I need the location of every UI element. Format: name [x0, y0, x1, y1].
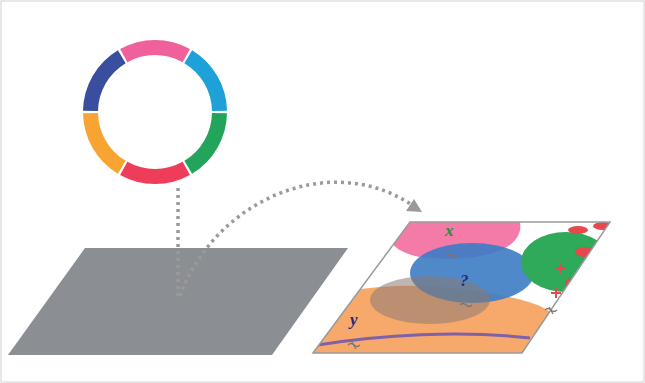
wheel-segment — [120, 40, 190, 62]
region-label: x — [445, 222, 454, 240]
map-regions — [300, 215, 620, 360]
plus-marks — [551, 263, 566, 298]
wheel-segment — [83, 50, 126, 111]
map-plane — [313, 222, 610, 353]
region-label: y — [350, 311, 358, 329]
color-wheel — [83, 40, 227, 184]
arrow-head — [406, 199, 422, 212]
tilde-marks — [348, 253, 557, 349]
wheel-segment — [120, 162, 190, 184]
wheel-segment — [83, 113, 126, 174]
wheel-segment — [184, 50, 227, 111]
region-label: ? — [460, 272, 469, 290]
gray-plane — [8, 248, 348, 355]
dotted-projection — [176, 188, 180, 296]
wheel-segment — [184, 113, 227, 174]
